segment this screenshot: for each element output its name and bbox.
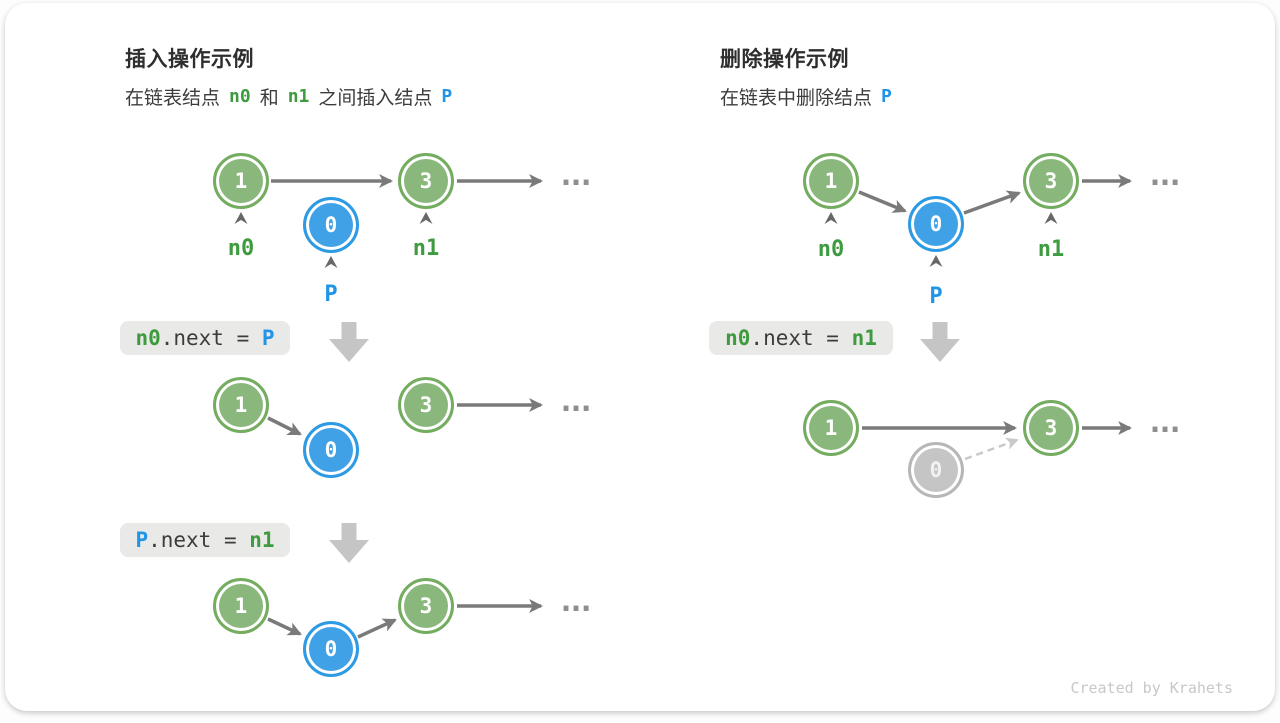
node-value: 0 [324,637,338,661]
ellipsis: ... [1146,405,1184,440]
down-block-arrow-icon [920,322,960,362]
arrow-node1-to-node0 [858,190,907,213]
pointer-label-p: P [324,282,338,307]
credit-text: Created by Krahets [1070,679,1233,697]
node-value: 0 [929,458,943,482]
node-value-1: 1 [803,153,859,209]
node-value: 3 [419,169,433,193]
insert-section-title: 插入操作示例 [125,48,254,71]
caret-up-icon [1044,212,1058,224]
subtitle-text: 在链表中删除结点 [720,88,873,109]
ellipsis: ... [557,384,595,419]
pointer-label-n0: n0 [227,236,255,261]
node-value: 1 [234,594,248,618]
code-token-mid: .next = [750,326,852,350]
pointer-label-p: P [929,284,943,309]
code-token-p: P [135,528,149,552]
caret-up-icon [824,212,838,224]
node-value: 1 [824,416,838,440]
node-value-1: 1 [213,578,269,634]
caret-up-icon [234,212,248,224]
token-n0: n0 [229,86,251,107]
node-value-0: 0 [303,621,359,677]
down-block-arrow-icon [329,322,369,362]
code-label-n0-next-n1: n0.next = n1 [709,321,893,355]
ellipsis: ... [1146,158,1184,193]
step-down-arrows [329,322,960,563]
node-value: 0 [324,438,338,462]
node-value: 0 [324,213,338,237]
insert-section-subtitle: 在链表结点 n0 和 n1 之间插入结点 P [125,83,452,110]
node-value-3: 3 [1023,400,1079,456]
delete-section-subtitle: 在链表中删除结点 P [720,83,892,110]
code-token-n1: n1 [851,326,877,350]
down-block-arrow-icon [329,523,369,563]
code-label-p-next-n1: P.next = n1 [120,523,290,557]
pointer-label-n1: n1 [1037,237,1065,262]
arrow-node1-to-node0 [267,617,302,636]
node-value-0: 0 [303,422,359,478]
code-token-p: P [261,326,275,350]
token-p: P [441,86,453,107]
node-value-1: 1 [213,153,269,209]
node-value-1: 1 [213,377,269,433]
code-token-n0: n0 [725,326,751,350]
arrow-node0-to-node3 [963,190,1021,215]
pointer-label-n0: n0 [817,237,845,262]
code-token-mid: .next = [160,326,262,350]
pointer-label-n1: n1 [412,236,440,261]
node-value: 1 [234,169,248,193]
delete-section-title: 删除操作示例 [720,48,849,71]
figure-card: 插入操作示例 在链表结点 n0 和 n1 之间插入结点 P 删除操作示例 在链表中删除结点… [5,3,1275,711]
code-token-n1: n1 [249,528,275,552]
node-value: 3 [419,393,433,417]
token-n1: n1 [287,86,310,107]
diagram-arrows-layer [234,174,1133,639]
token-p: P [881,86,892,107]
caret-up-icon [929,255,943,267]
node-value-0-removed: 0 [908,442,964,498]
node-value-1: 1 [803,400,859,456]
node-value: 3 [1044,416,1058,440]
node-value-0: 0 [303,197,359,253]
ellipsis: ... [557,584,595,619]
subtitle-text: 之间插入结点 [318,88,433,109]
node-value: 3 [1044,169,1058,193]
caret-up-icon [419,212,433,224]
ellipsis: ... [557,158,595,193]
node-value: 1 [824,169,838,193]
node-value: 1 [234,393,248,417]
code-label-n0-next-p: n0.next = P [120,321,290,355]
node-value-0: 0 [908,196,964,252]
dashed-arrow-removed-link [964,437,1019,461]
code-token-n0: n0 [135,326,161,350]
caret-up-icon [324,256,338,268]
node-value: 3 [419,594,433,618]
subtitle-text: 和 [259,88,279,109]
arrow-node1-to-node0 [267,416,302,436]
arrow-node0-to-node3 [357,618,397,639]
node-value-3: 3 [398,377,454,433]
delete-step1-arrows [858,174,1133,215]
node-value-3: 3 [398,578,454,634]
code-token-mid: .next = [148,528,250,552]
node-value-3: 3 [1023,153,1079,209]
node-value-3: 3 [398,153,454,209]
subtitle-text: 在链表结点 [125,88,221,109]
node-value: 0 [929,212,943,236]
